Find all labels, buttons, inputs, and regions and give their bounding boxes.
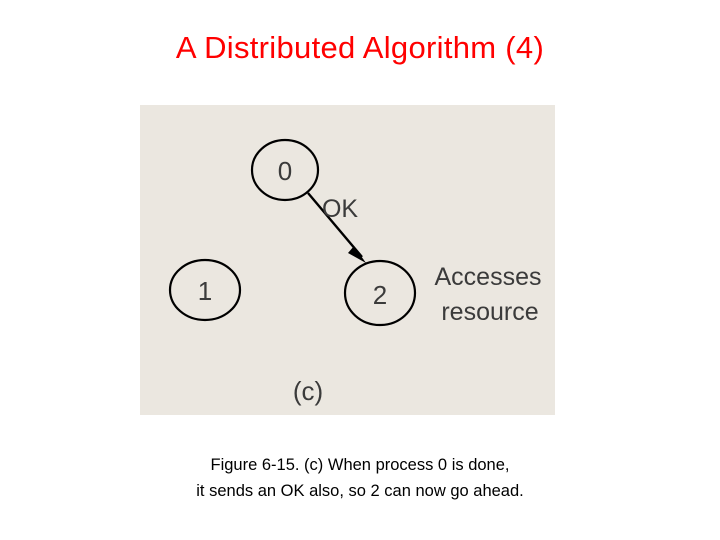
accesses-resource-line1: Accesses — [435, 263, 542, 291]
figure-caption-line1: Figure 6-15. (c) When process 0 is done, — [210, 456, 510, 474]
node-2-label: 2 — [373, 280, 387, 310]
edge-0-to-2-arrow — [307, 192, 366, 263]
figure-caption-line2: it sends an OK also, so 2 can now go ahe… — [196, 482, 524, 500]
figure-panel: 0 1 2 OK Accesses resource (c) — [140, 105, 555, 415]
node-1-label: 1 — [198, 276, 212, 306]
accesses-resource-line2: resource — [441, 298, 538, 326]
page-title: A Distributed Algorithm (4) — [175, 30, 545, 65]
edge-0-to-2-label: OK — [322, 195, 358, 223]
node-2: 2 — [343, 259, 417, 327]
figure-diagram: 0 1 2 OK Accesses resource (c) — [168, 138, 542, 406]
node-1: 1 — [168, 258, 242, 322]
panel-label: (c) — [293, 376, 323, 406]
node-0-label: 0 — [278, 156, 292, 186]
node-0: 0 — [250, 138, 320, 202]
figure-caption: Figure 6-15. (c) When process 0 is done,… — [0, 452, 720, 504]
